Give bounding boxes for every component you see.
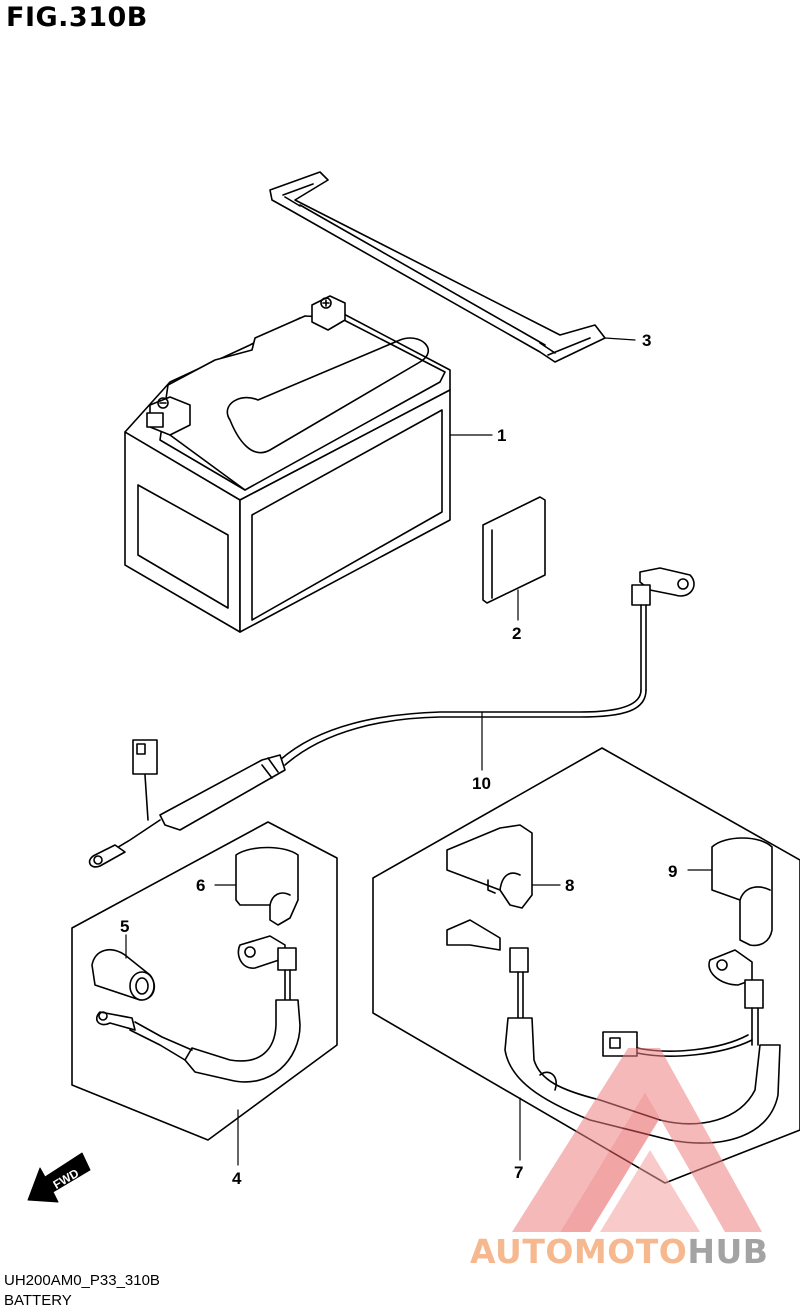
positive-harness-part-4 (95, 935, 301, 1083)
battery-part-1 (124, 295, 451, 633)
callout-7: 7 (514, 1163, 523, 1182)
callout-4: 4 (232, 1169, 242, 1188)
diagram-code: UH200AM0_P33_310B (4, 1272, 160, 1289)
terminal-cap-part-8 (446, 824, 533, 909)
callout-10: 10 (472, 774, 491, 793)
callout-2: 2 (512, 624, 521, 643)
figure-title: FIG.310B (6, 2, 148, 33)
leader-lines (125, 337, 713, 1166)
forward-direction-arrow: FWD (27, 1152, 91, 1203)
callout-9: 9 (668, 862, 677, 881)
callout-3: 3 (642, 331, 651, 350)
watermark-logo (512, 1048, 762, 1232)
callout-6: 6 (196, 876, 205, 895)
callout-numbers: 1 2 3 4 5 6 7 8 9 10 (120, 331, 677, 1188)
diagram-caption: BATTERY (4, 1292, 72, 1309)
lead-wire-part-10 (88, 567, 695, 868)
terminal-cap-part-9 (711, 837, 773, 947)
battery-strap-part-3 (269, 171, 606, 363)
terminal-cap-part-6 (235, 846, 299, 926)
watermark-text: AUTOMOTOHUB (470, 1232, 768, 1271)
callout-8: 8 (565, 876, 574, 895)
kit-box-part-7 (372, 747, 800, 1184)
kit-box-part-4 (71, 821, 338, 1141)
callout-5: 5 (120, 917, 129, 936)
rubber-boot-part-5 (91, 949, 156, 1001)
watermark-text-hub: HUB (687, 1232, 769, 1271)
callout-1: 1 (497, 426, 506, 445)
watermark-text-automoto: AUTOMOTO (470, 1232, 688, 1271)
battery-label-part-2 (482, 496, 546, 604)
negative-harness-part-7 (446, 919, 781, 1144)
